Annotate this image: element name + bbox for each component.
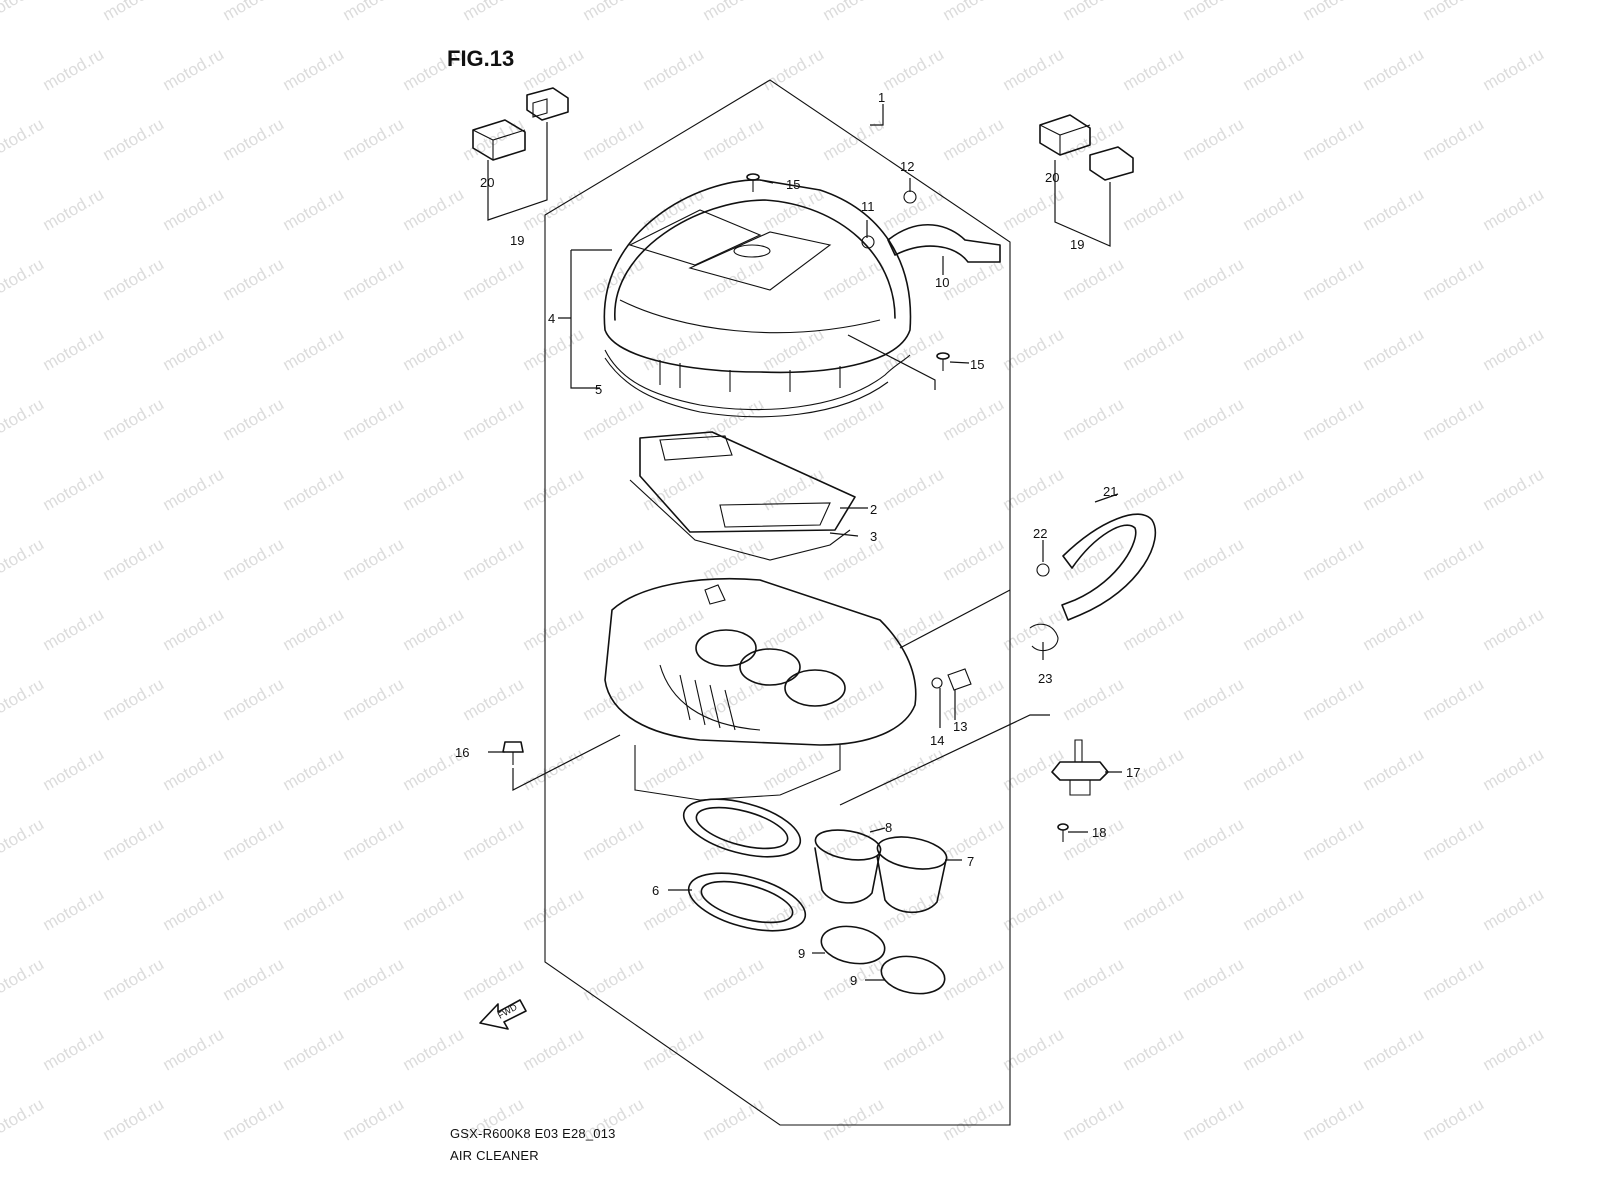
callout-15b: 15: [970, 357, 984, 372]
intake-clamps: [820, 925, 946, 995]
callout-16: 16: [455, 745, 469, 760]
callout-14: 14: [930, 733, 944, 748]
hose-clamp-22: [1036, 563, 1050, 577]
callout-21: 21: [1103, 484, 1117, 499]
callout-10: 10: [935, 275, 949, 290]
callout-17: 17: [1126, 765, 1140, 780]
screw-15-top: [746, 173, 760, 192]
callout-leaders: [488, 104, 1122, 981]
breather-hose: [887, 224, 1001, 263]
figure-title: FIG.13: [447, 46, 514, 71]
callout-20-right: 20: [1045, 170, 1059, 185]
intake-funnels: [814, 829, 948, 914]
callout-22: 22: [1033, 526, 1047, 541]
callout-2: 2: [870, 502, 877, 517]
bolt-16: [502, 741, 524, 765]
callout-11: 11: [861, 199, 875, 214]
callout-15a: 15: [786, 177, 800, 192]
drain-plug-13: [947, 668, 972, 691]
hose-clamp-23: [1029, 623, 1059, 652]
callout-8: 8: [885, 820, 892, 835]
hose-clamp-12: [903, 190, 917, 204]
intake-air-temp-sensor-17: [1051, 739, 1109, 796]
leader-19-right: [1054, 160, 1111, 247]
callout-9b: 9: [850, 973, 857, 988]
callout-20-left: 20: [480, 175, 494, 190]
relay-right: [1039, 114, 1134, 181]
relay-left: [472, 87, 569, 161]
callout-5: 5: [595, 382, 602, 397]
filter-seal: [629, 479, 851, 561]
screw-18: [1057, 823, 1069, 842]
callout-numbers: 1 2 3 4 5 6 7 8 9 9 10 11 12 13 14 15 15…: [455, 90, 1140, 988]
air-cleaner-lower-case: [604, 577, 917, 801]
air-cleaner-upper-case: [603, 179, 912, 392]
hose-clamp-11: [861, 235, 875, 249]
screw-15-side: [936, 352, 950, 371]
model-code: GSX-R600K8 E03 E28_013: [450, 1126, 616, 1141]
callout-7: 7: [967, 854, 974, 869]
callout-13: 13: [953, 719, 967, 734]
callout-12: 12: [900, 159, 914, 174]
callout-23: 23: [1038, 671, 1052, 686]
callout-9a: 9: [798, 946, 805, 961]
callout-19-left: 19: [510, 233, 524, 248]
forward-arrow-icon: FWD: [479, 999, 527, 1030]
upper-case-seal: [604, 349, 911, 411]
callout-18: 18: [1092, 825, 1106, 840]
assembly-outline: [544, 79, 1011, 1126]
diagram-caption: AIR CLEANER: [450, 1148, 539, 1163]
leader-19-left: [487, 122, 548, 221]
callout-3: 3: [870, 529, 877, 544]
intake-seal-rings: [682, 798, 807, 932]
callout-4: 4: [548, 311, 555, 326]
air-filter-element: [639, 431, 856, 533]
callout-1: 1: [878, 90, 885, 105]
callout-19-right: 19: [1070, 237, 1084, 252]
drain-hose: [1061, 513, 1157, 621]
callout-6: 6: [652, 883, 659, 898]
drain-plug-clamp-14: [931, 677, 943, 689]
svg-text:FWD: FWD: [496, 1002, 519, 1021]
